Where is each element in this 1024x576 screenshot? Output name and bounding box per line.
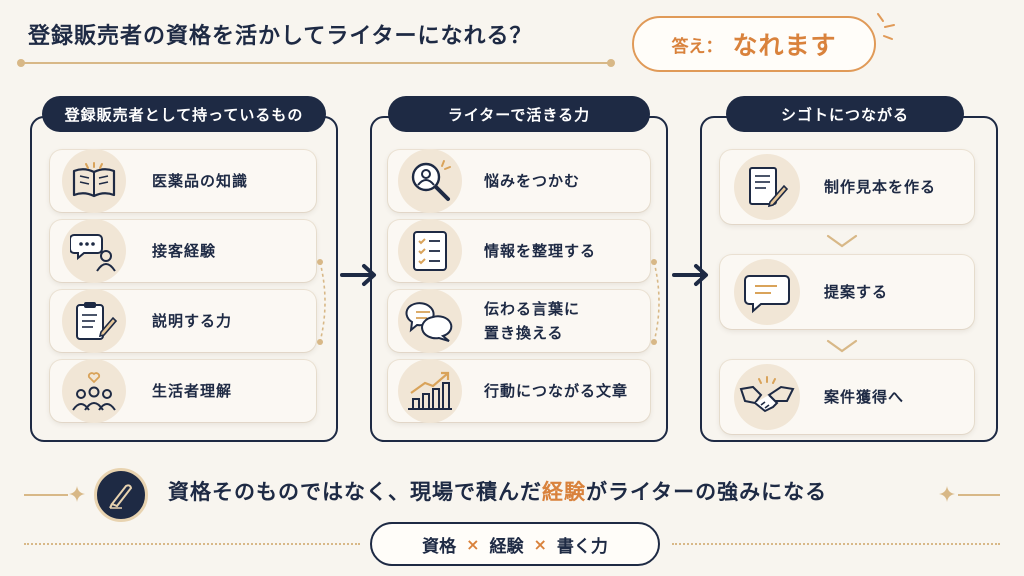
magnifier-person-icon bbox=[398, 149, 462, 213]
sparkle-icon bbox=[877, 13, 895, 40]
page-title: 登録販売者の資格を活かしてライターになれる？ bbox=[28, 24, 533, 49]
key-message-highlight: 経験 bbox=[542, 480, 586, 504]
chat-person-icon bbox=[62, 219, 126, 283]
sparkle-icon bbox=[69, 486, 85, 502]
arrow-right-icon bbox=[672, 264, 708, 286]
list-item: 医薬品の知識 bbox=[50, 149, 316, 213]
column-title-skills: ライターで活きる力 bbox=[388, 96, 650, 132]
pen-icon bbox=[94, 468, 148, 522]
item-label: 行動につながる文章 bbox=[484, 382, 629, 400]
item-label: 医薬品の知識 bbox=[152, 172, 249, 190]
connector-bracket-icon bbox=[651, 259, 660, 345]
dotted-line-left bbox=[24, 543, 360, 545]
item-label-line2: 置き換える bbox=[484, 324, 564, 342]
times-icon: × bbox=[466, 534, 480, 554]
key-message-after: がライターの強みになる bbox=[586, 480, 828, 504]
list-item: 悩みをつかむ bbox=[388, 149, 650, 213]
formula-qualification: 資格 bbox=[422, 536, 457, 557]
column-title-work: シゴトにつながる bbox=[726, 96, 964, 132]
answer-label: 答え： bbox=[671, 36, 723, 57]
item-label-line1: 伝わる言葉に bbox=[484, 300, 581, 318]
answer-value: なれます bbox=[732, 31, 837, 60]
list-item: 生活者理解 bbox=[50, 359, 316, 423]
item-label: 案件獲得へ bbox=[824, 388, 905, 406]
people-heart-icon bbox=[62, 359, 126, 423]
list-item: 案件獲得へ bbox=[720, 360, 974, 434]
item-label: 説明する力 bbox=[152, 312, 233, 330]
column-title-assets: 登録販売者として持っているもの bbox=[42, 96, 326, 132]
item-label: 悩みをつかむ bbox=[484, 172, 581, 190]
divider-right bbox=[958, 494, 1000, 496]
key-message-before: 資格そのものではなく、現場で積んだ bbox=[168, 480, 542, 504]
times-icon: × bbox=[533, 534, 547, 554]
document-pen-icon bbox=[734, 154, 800, 220]
chevron-down-icon bbox=[826, 339, 858, 353]
list-item: 提案する bbox=[720, 255, 974, 329]
title-underline bbox=[17, 59, 615, 67]
formula-experience: 経験 bbox=[489, 536, 524, 557]
chevron-down-icon bbox=[826, 234, 858, 248]
list-item: 説明する力 bbox=[50, 289, 316, 353]
sparkle-icon bbox=[939, 486, 955, 502]
list-item: 制作見本を作る bbox=[720, 150, 974, 224]
growth-chart-icon bbox=[398, 359, 462, 423]
list-item: 情報を整理する bbox=[388, 219, 650, 283]
answer-badge: 答え： なれます bbox=[632, 16, 876, 72]
formula-badge: 資格 × 経験 × 書く力 bbox=[370, 522, 660, 566]
list-item: 接客経験 bbox=[50, 219, 316, 283]
list-item: 伝わる言葉に 置き換える bbox=[388, 289, 650, 353]
dotted-line-right bbox=[672, 543, 1000, 545]
clipboard-pen-icon bbox=[62, 289, 126, 353]
connector-bracket-icon bbox=[317, 259, 326, 345]
item-label: 提案する bbox=[824, 283, 889, 301]
item-label: 伝わる言葉に 置き換える bbox=[484, 297, 580, 345]
item-label: 生活者理解 bbox=[152, 382, 233, 400]
divider-left bbox=[24, 494, 68, 496]
speech-bubbles-icon bbox=[398, 289, 462, 353]
open-book-icon bbox=[62, 149, 126, 213]
item-label: 接客経験 bbox=[152, 242, 217, 260]
item-label: 情報を整理する bbox=[484, 242, 597, 260]
list-item: 行動につながる文章 bbox=[388, 359, 650, 423]
key-message: 資格そのものではなく、現場で積んだ経験がライターの強みになる bbox=[168, 476, 827, 506]
speech-bubble-icon bbox=[734, 259, 800, 325]
item-label: 制作見本を作る bbox=[824, 178, 937, 196]
arrow-right-icon bbox=[340, 264, 376, 286]
handshake-icon bbox=[734, 364, 800, 430]
formula-writing: 書く力 bbox=[556, 536, 608, 557]
checklist-icon bbox=[398, 219, 462, 283]
